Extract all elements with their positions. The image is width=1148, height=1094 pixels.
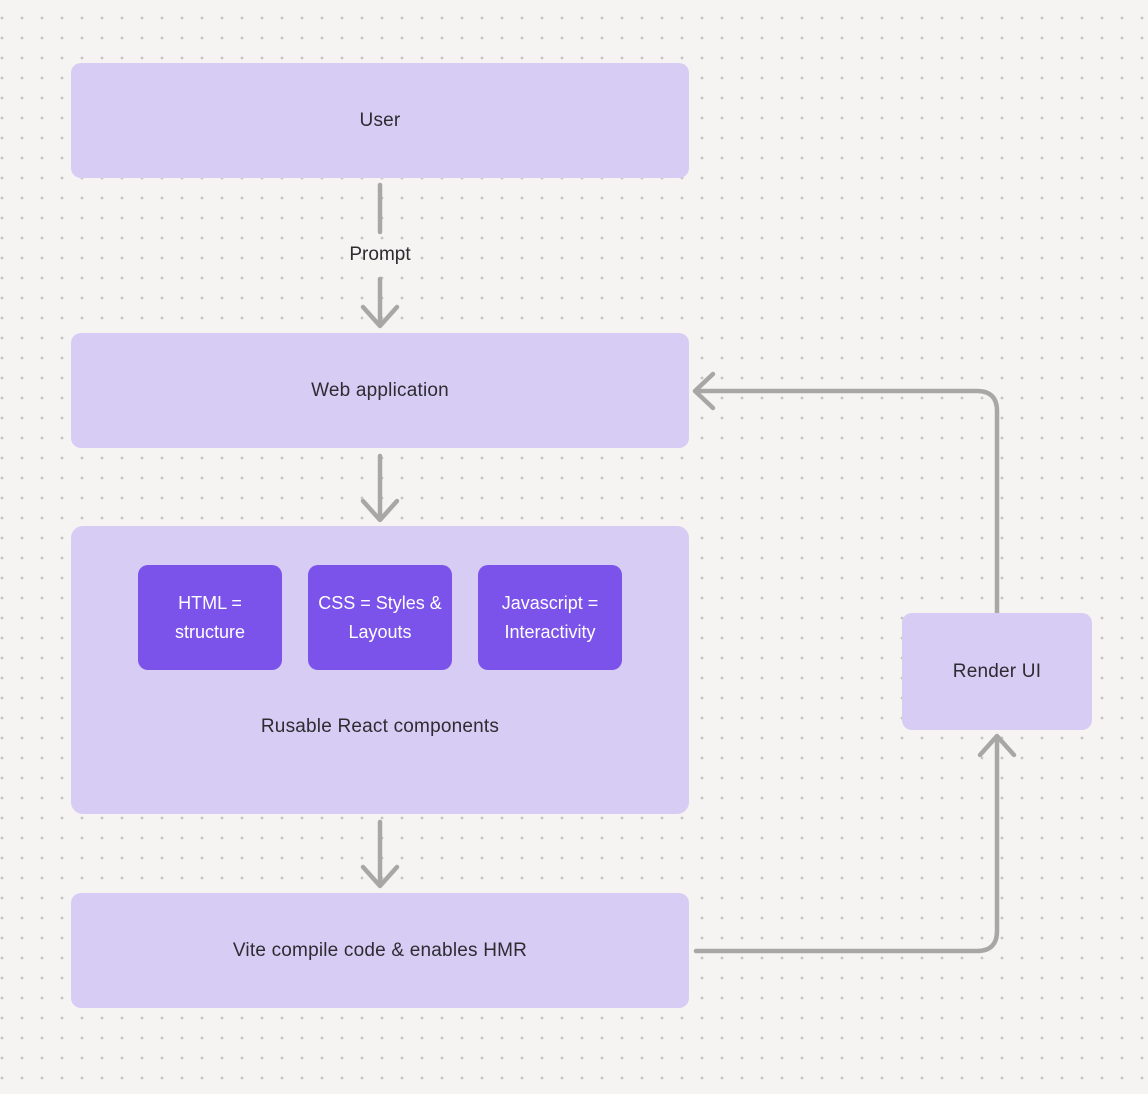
edge-label-prompt: Prompt xyxy=(349,244,411,265)
node-html: HTML = structure xyxy=(138,565,282,670)
node-html-label: HTML = structure xyxy=(174,592,246,642)
edge-vite-render-path xyxy=(693,735,1000,954)
arrow-down-icon xyxy=(360,864,400,889)
components-row: HTML = structure CSS = Styles & Layouts … xyxy=(71,565,689,670)
arrow-down-icon xyxy=(360,498,400,523)
components-group-caption: Rusable React components xyxy=(260,716,500,737)
arrow-up-icon xyxy=(977,733,1017,758)
node-vite: Vite compile code & enables HMR xyxy=(71,893,689,1008)
arrow-left-icon xyxy=(692,371,716,411)
node-user: User xyxy=(71,63,689,178)
arrow-down-icon xyxy=(360,304,400,329)
node-render-ui-label: Render UI xyxy=(952,660,1042,682)
edge-render-web-path xyxy=(695,388,1000,616)
node-web-application-label: Web application xyxy=(311,379,449,401)
node-user-label: User xyxy=(359,109,401,131)
node-javascript-label: Javascript = Interactivity xyxy=(501,592,599,642)
node-vite-label: Vite compile code & enables HMR xyxy=(232,939,528,961)
node-css: CSS = Styles & Layouts xyxy=(308,565,452,670)
node-javascript: Javascript = Interactivity xyxy=(478,565,622,670)
node-render-ui: Render UI xyxy=(902,613,1092,730)
node-web-application: Web application xyxy=(71,333,689,448)
node-components-group: HTML = structure CSS = Styles & Layouts … xyxy=(71,526,689,814)
node-css-label: CSS = Styles & Layouts xyxy=(318,592,442,642)
